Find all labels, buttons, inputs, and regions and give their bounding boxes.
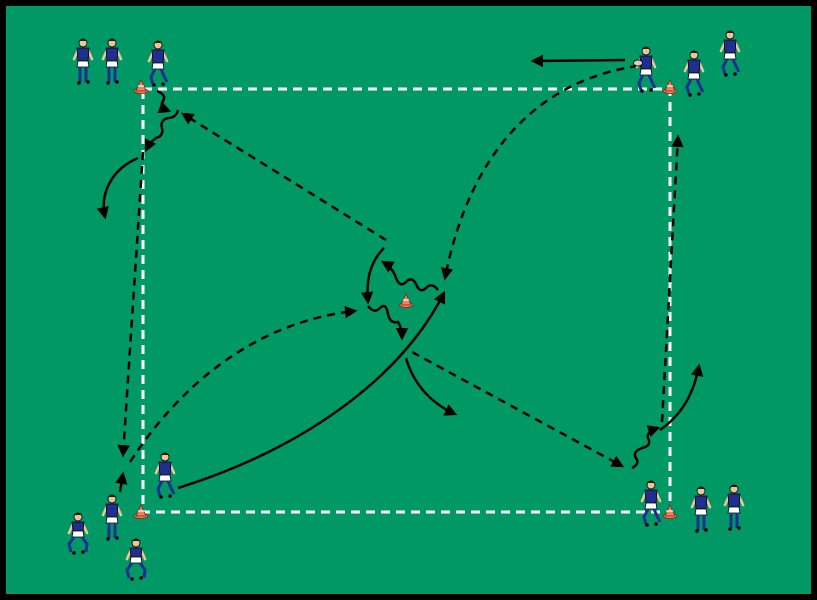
dribble-line-icon xyxy=(380,260,439,292)
run-arrow-icon xyxy=(96,156,139,220)
player-icon xyxy=(640,480,662,527)
run-arrow-icon xyxy=(115,471,128,493)
player-icon xyxy=(101,494,123,541)
run-arrow-icon xyxy=(659,363,704,432)
player-icon xyxy=(683,50,705,97)
run-arrow-icon xyxy=(360,247,385,305)
player-icon xyxy=(101,38,123,85)
player-icon xyxy=(67,512,89,555)
pass-arrow-icon xyxy=(660,134,684,423)
player-icon xyxy=(72,38,94,85)
cone-icon xyxy=(662,79,678,94)
cone-icon xyxy=(133,79,149,94)
player-icon xyxy=(719,30,741,77)
player-icon xyxy=(125,538,147,581)
drill-boundary xyxy=(141,87,672,514)
dribble-line-icon xyxy=(156,89,172,114)
cone-icon xyxy=(662,504,678,519)
players xyxy=(67,30,745,581)
arrows xyxy=(96,54,704,493)
pass-arrow-icon xyxy=(117,151,145,458)
pass-arrow-icon xyxy=(411,350,625,468)
player-icon xyxy=(690,486,712,533)
cones xyxy=(133,79,678,519)
player-icon xyxy=(154,452,176,499)
player-icon xyxy=(147,40,169,87)
dribble-line-icon xyxy=(631,425,661,470)
player-icon xyxy=(633,46,657,93)
run-arrow-icon xyxy=(177,290,446,490)
cone-icon xyxy=(133,504,149,519)
ball-icon xyxy=(633,59,643,67)
dribble-line-icon xyxy=(367,304,409,341)
run-arrow-icon xyxy=(404,357,458,416)
dribble-line-icon xyxy=(144,109,180,153)
pass-arrow-icon xyxy=(440,64,639,281)
cone-icon xyxy=(398,293,414,308)
run-arrow-icon xyxy=(530,54,626,68)
pass-arrow-icon xyxy=(180,112,387,242)
player-icon xyxy=(723,484,745,531)
